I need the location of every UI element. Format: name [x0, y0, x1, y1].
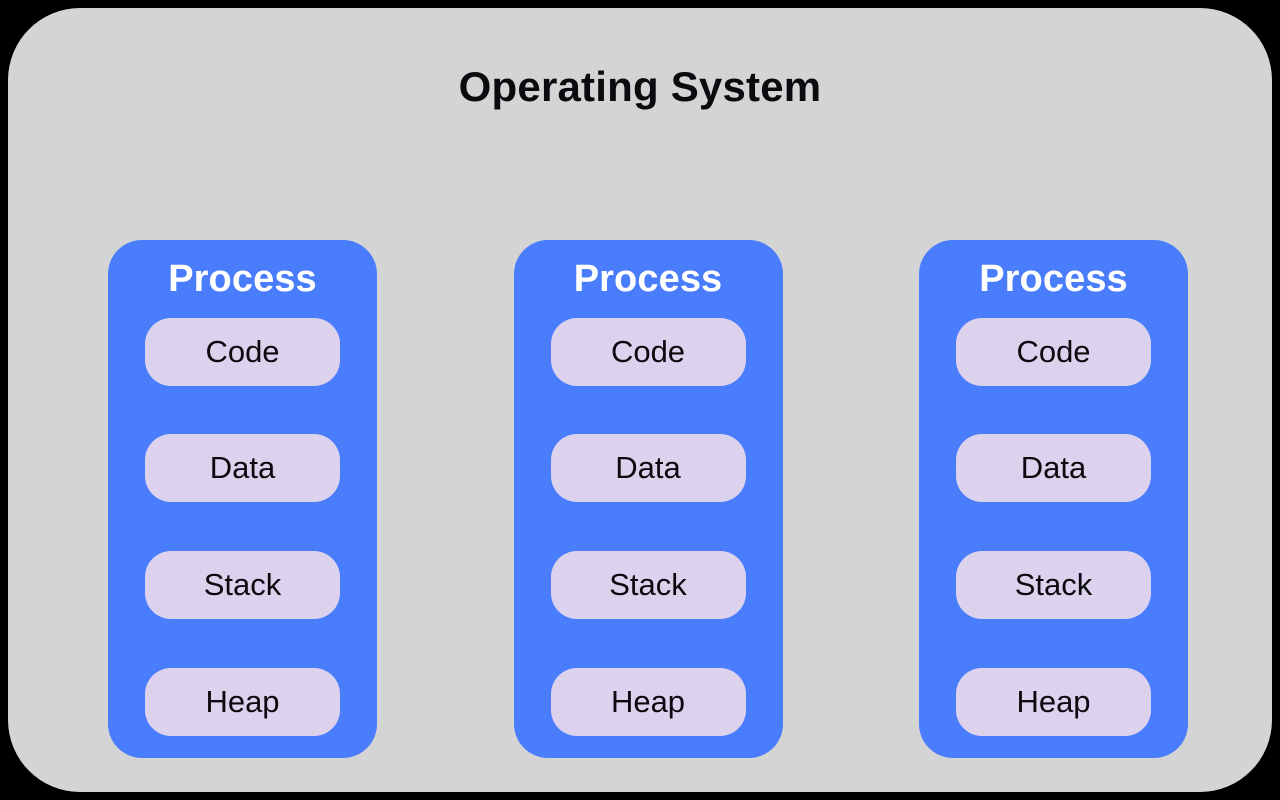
segment-heap: Heap: [956, 667, 1151, 736]
segment-list: Code Data Stack Heap: [145, 317, 340, 736]
process-box: Process Code Data Stack Heap: [919, 240, 1188, 758]
process-box: Process Code Data Stack Heap: [108, 240, 377, 758]
process-row: Process Code Data Stack Heap Process Cod…: [108, 240, 1188, 758]
segment-code: Code: [550, 317, 746, 386]
segment-data: Data: [145, 434, 340, 503]
segment-heap: Heap: [145, 667, 340, 736]
segment-stack: Stack: [550, 551, 746, 620]
segment-stack: Stack: [956, 551, 1151, 620]
process-box: Process Code Data Stack Heap: [513, 240, 783, 758]
page-title: Operating System: [458, 63, 822, 110]
segment-stack: Stack: [145, 551, 340, 620]
operating-system-container: Operating System Process Code Data Stack…: [8, 8, 1272, 792]
segment-data: Data: [550, 434, 746, 503]
segment-data: Data: [956, 434, 1151, 503]
segment-list: Code Data Stack Heap: [956, 317, 1151, 736]
segment-heap: Heap: [550, 667, 746, 736]
segment-code: Code: [145, 317, 340, 386]
segment-list: Code Data Stack Heap: [550, 317, 746, 736]
process-title: Process: [979, 258, 1128, 300]
segment-code: Code: [956, 317, 1151, 386]
process-title: Process: [573, 258, 723, 300]
process-title: Process: [168, 258, 317, 300]
